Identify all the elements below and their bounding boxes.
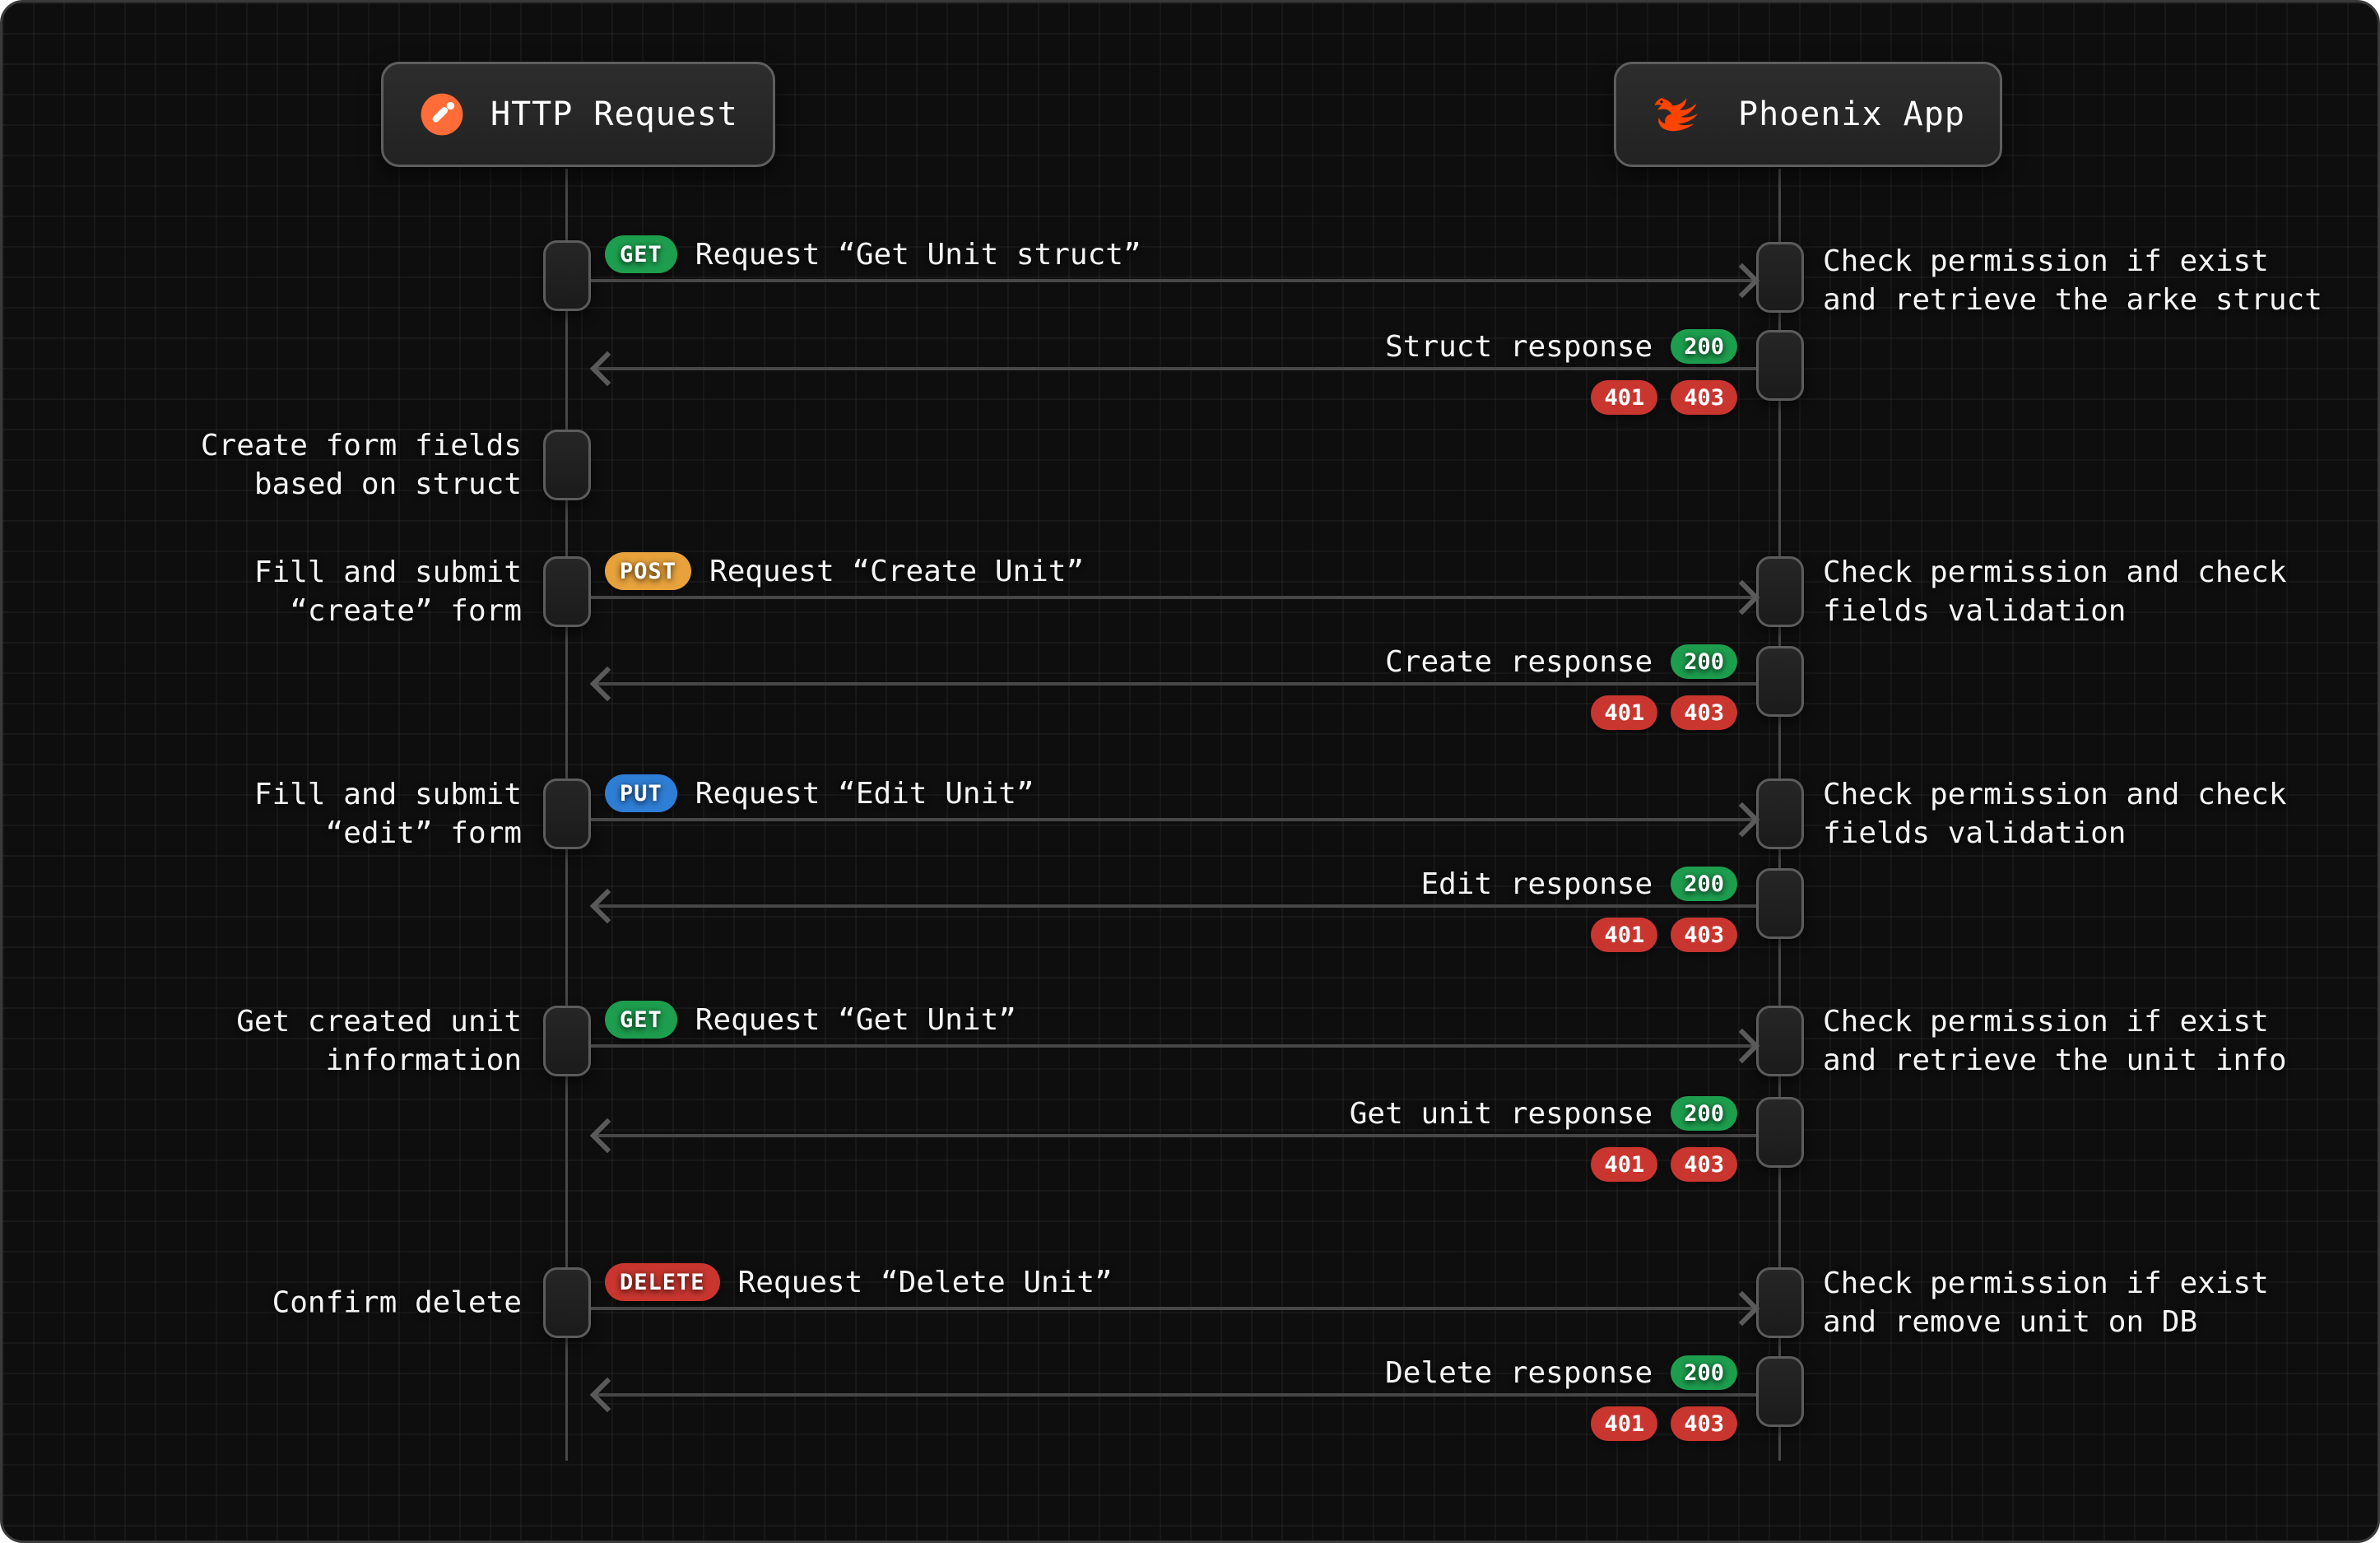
status-200-badge: 200 (1671, 867, 1737, 901)
status-401-badge: 401 (1591, 695, 1658, 730)
server-note: Check permission if exist and retrieve t… (1823, 244, 2322, 317)
status-401-badge: 401 (1591, 1406, 1658, 1441)
error-status-row: 401 403 (1591, 1406, 1737, 1441)
request-label: Request “Delete Unit” (737, 1265, 1113, 1299)
request-arrow (591, 802, 1760, 838)
activation-node (543, 778, 591, 849)
response-label: Edit response (1420, 867, 1653, 901)
activation-node (1756, 646, 1804, 717)
activation-node (1756, 778, 1804, 849)
status-200-badge: 200 (1671, 644, 1737, 679)
method-badge: DELETE (605, 1263, 720, 1301)
client-note: Fill and submit “edit” form (253, 778, 522, 850)
actor-http-request: HTTP Request (381, 62, 775, 167)
activation-node (1756, 1097, 1804, 1168)
response-arrow (589, 1118, 1756, 1154)
activation-node (1756, 242, 1804, 313)
response-message: Delete response 200 (1385, 1354, 1737, 1392)
arrowhead-right-icon (1724, 1290, 1760, 1327)
client-note: Create form fields based on struct (200, 429, 522, 501)
activation-node (543, 1006, 591, 1076)
response-arrow (589, 888, 1756, 924)
response-label: Create response (1385, 644, 1653, 679)
error-status-row: 401 403 (1591, 918, 1737, 952)
activation-node (1756, 330, 1804, 401)
request-label: Request “Create Unit” (709, 554, 1085, 588)
activation-node (1756, 1006, 1804, 1076)
response-arrow (589, 666, 1756, 702)
request-arrow (591, 263, 1760, 299)
status-403-badge: 403 (1671, 380, 1737, 415)
error-status-row: 401 403 (1591, 380, 1737, 415)
postman-icon (418, 91, 466, 138)
client-note: Fill and submit “create” form (253, 555, 522, 628)
method-badge: POST (605, 552, 692, 590)
activation-node (1756, 1267, 1804, 1338)
activation-node (543, 1267, 591, 1338)
status-200-badge: 200 (1671, 1355, 1737, 1390)
client-note: Confirm delete (272, 1285, 522, 1320)
actor-label: Phoenix App (1738, 95, 1965, 133)
arrowhead-left-icon (589, 888, 625, 924)
method-badge: GET (605, 1001, 677, 1039)
status-401-badge: 401 (1591, 918, 1658, 952)
response-label: Delete response (1385, 1355, 1653, 1390)
activation-node (543, 240, 591, 311)
response-arrow (589, 1377, 1756, 1413)
actor-phoenix-app: Phoenix App (1614, 62, 2002, 167)
method-badge: GET (605, 235, 677, 273)
response-message: Struct response 200 (1385, 328, 1737, 365)
status-403-badge: 403 (1671, 918, 1737, 952)
server-note: Check permission if exist and remove uni… (1823, 1266, 2269, 1339)
arrowhead-left-icon (589, 1377, 625, 1413)
arrowhead-right-icon (1724, 579, 1760, 616)
client-note: Get created unit information (236, 1005, 522, 1077)
error-status-row: 401 403 (1591, 1147, 1737, 1182)
server-note: Check permission if exist and retrieve t… (1823, 1005, 2287, 1077)
arrowhead-left-icon (589, 666, 625, 702)
arrowhead-right-icon (1724, 263, 1760, 299)
request-label: Request “Get Unit struct” (695, 237, 1141, 272)
response-label: Struct response (1385, 329, 1653, 364)
request-arrow (591, 1028, 1760, 1064)
request-message: DELETE Request “Delete Unit” (605, 1262, 1113, 1302)
arrowhead-right-icon (1724, 1028, 1760, 1064)
status-403-badge: 403 (1671, 1406, 1737, 1441)
phoenix-icon (1651, 92, 1713, 137)
activation-node (543, 556, 591, 627)
activation-node (1756, 556, 1804, 627)
status-401-badge: 401 (1591, 380, 1658, 415)
activation-node (543, 430, 591, 500)
status-403-badge: 403 (1671, 1147, 1737, 1182)
arrowhead-left-icon (589, 1118, 625, 1154)
status-200-badge: 200 (1671, 329, 1737, 364)
request-arrow (591, 579, 1760, 616)
status-200-badge: 200 (1671, 1096, 1737, 1131)
request-message: GET Request “Get Unit struct” (605, 235, 1141, 274)
arrowhead-right-icon (1724, 802, 1760, 838)
response-message: Create response 200 (1385, 643, 1737, 681)
error-status-row: 401 403 (1591, 695, 1737, 730)
activation-node (1756, 1356, 1804, 1427)
server-note: Check permission and check fields valida… (1823, 555, 2287, 628)
request-message: PUT Request “Edit Unit” (605, 774, 1034, 813)
request-message: POST Request “Create Unit” (605, 551, 1084, 591)
actor-label: HTTP Request (490, 95, 738, 133)
response-label: Get unit response (1349, 1096, 1653, 1131)
arrowhead-left-icon (589, 351, 625, 387)
request-label: Request “Edit Unit” (695, 776, 1034, 811)
request-message: GET Request “Get Unit” (605, 1000, 1016, 1039)
response-message: Edit response 200 (1420, 865, 1737, 903)
response-arrow (589, 351, 1756, 387)
status-401-badge: 401 (1591, 1147, 1658, 1182)
request-label: Request “Get Unit” (695, 1002, 1016, 1037)
status-403-badge: 403 (1671, 695, 1737, 730)
method-badge: PUT (605, 774, 677, 812)
request-arrow (591, 1290, 1760, 1327)
activation-node (1756, 868, 1804, 939)
response-message: Get unit response 200 (1350, 1095, 1737, 1132)
server-note: Check permission and check fields valida… (1823, 778, 2287, 850)
